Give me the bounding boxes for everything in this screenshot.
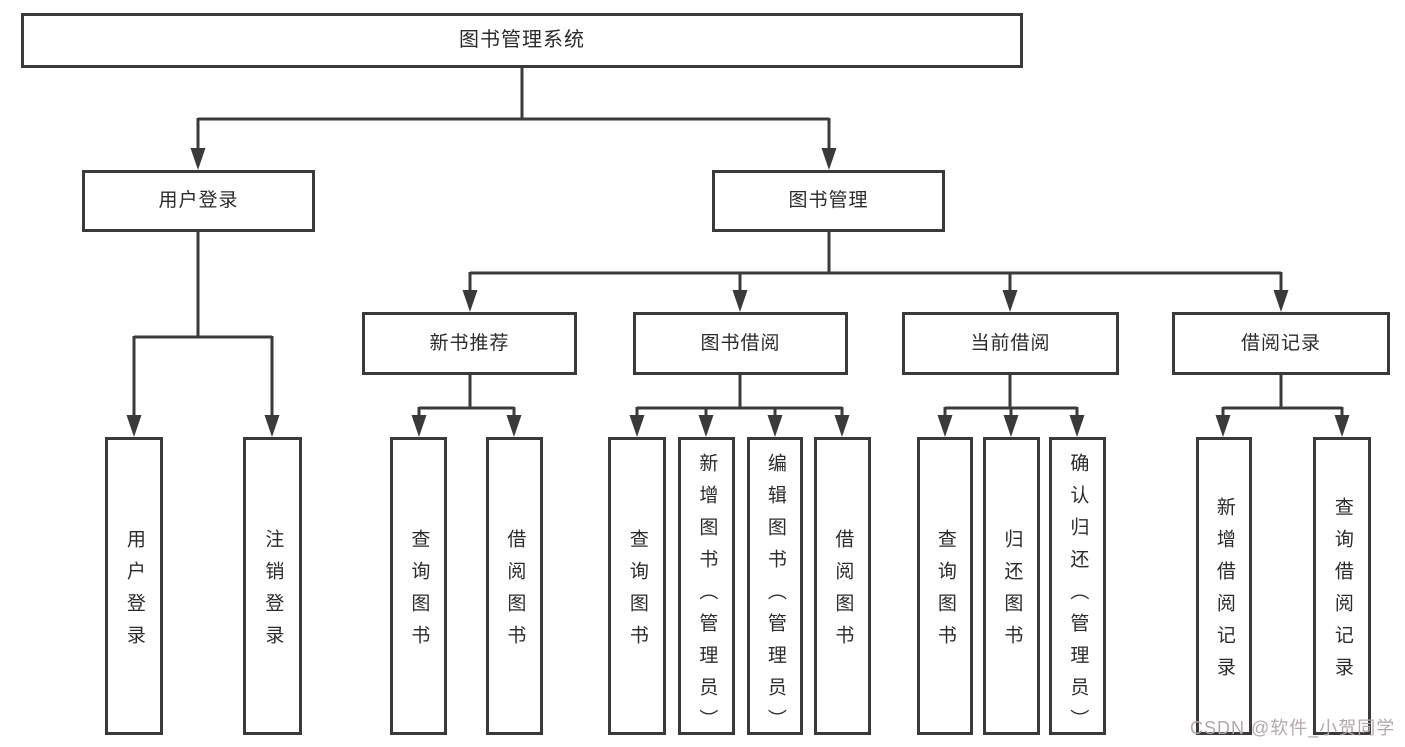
node-root: 图书管理系统 (21, 13, 1023, 68)
node-label-leaf-bb-edit-book: 编辑图书（管理员） (764, 453, 786, 741)
node-leaf-nbr-query-book: 查询图书 (390, 437, 447, 735)
arrowhead-icon (732, 290, 748, 312)
node-new-book-recommend: 新书推荐 (362, 312, 577, 375)
node-label-leaf-bb-borrow-book: 借阅图书 (832, 528, 854, 657)
node-label-leaf-user-login: 用户登录 (123, 528, 145, 657)
arrowhead-icon (767, 415, 783, 437)
node-label-current-borrowing: 当前借阅 (970, 332, 1051, 354)
arrowhead-icon (1003, 415, 1019, 437)
arrowhead-icon (1069, 415, 1085, 437)
node-leaf-bb-edit-book: 编辑图书（管理员） (747, 437, 803, 741)
node-label-leaf-logout: 注销登录 (262, 528, 284, 657)
node-label-root: 图书管理系统 (459, 29, 585, 51)
arrowhead-icon (264, 415, 280, 437)
node-label-leaf-bb-query-book: 查询图书 (626, 528, 648, 657)
node-leaf-user-login: 用户登录 (105, 437, 163, 735)
arrowhead-icon (698, 415, 714, 437)
node-leaf-br-query-record: 查询借阅记录 (1313, 437, 1371, 735)
arrowhead-icon (411, 415, 427, 437)
node-label-leaf-nbr-borrow-book: 借阅图书 (504, 528, 526, 657)
node-label-leaf-cb-return-book: 归还图书 (1001, 528, 1023, 657)
arrowhead-icon (462, 290, 478, 312)
arrowhead-icon (1002, 290, 1018, 312)
node-label-leaf-cb-confirm-return: 确认归还（管理员） (1067, 453, 1089, 741)
node-leaf-bb-add-book: 新增图书（管理员） (678, 437, 735, 741)
node-label-borrowing-records: 借阅记录 (1240, 332, 1321, 354)
node-book-management: 图书管理 (712, 170, 945, 232)
arrowhead-icon (126, 415, 142, 437)
node-label-leaf-bb-add-book: 新增图书（管理员） (696, 453, 718, 741)
node-label-book-management: 图书管理 (788, 190, 869, 212)
node-current-borrowing: 当前借阅 (902, 312, 1119, 375)
node-leaf-bb-borrow-book: 借阅图书 (814, 437, 871, 735)
node-leaf-logout: 注销登录 (243, 437, 302, 735)
node-leaf-cb-return-book: 归还图书 (983, 437, 1040, 735)
node-label-leaf-cb-query-book: 查询图书 (934, 528, 956, 657)
arrowhead-icon (506, 415, 522, 437)
arrowhead-icon (834, 415, 850, 437)
arrowhead-icon (629, 415, 645, 437)
node-leaf-nbr-borrow-book: 借阅图书 (486, 437, 543, 735)
node-label-new-book-recommend: 新书推荐 (429, 332, 510, 354)
arrowhead-icon (1273, 290, 1289, 312)
node-book-borrowing: 图书借阅 (633, 312, 848, 375)
arrowhead-icon (937, 415, 953, 437)
node-leaf-bb-query-book: 查询图书 (608, 437, 666, 735)
node-borrowing-records: 借阅记录 (1172, 312, 1390, 375)
node-user-login-group: 用户登录 (82, 170, 315, 232)
node-label-leaf-br-query-record: 查询借阅记录 (1331, 496, 1353, 689)
arrowhead-icon (1334, 415, 1350, 437)
arrowhead-icon (1215, 415, 1231, 437)
node-label-leaf-nbr-query-book: 查询图书 (408, 528, 430, 657)
arrowhead-icon (190, 148, 206, 170)
node-leaf-cb-confirm-return: 确认归还（管理员） (1049, 437, 1106, 741)
arrowhead-icon (821, 148, 837, 170)
node-label-leaf-br-add-record: 新增借阅记录 (1213, 496, 1235, 689)
node-leaf-br-add-record: 新增借阅记录 (1196, 437, 1252, 735)
node-label-book-borrowing: 图书借阅 (700, 332, 781, 354)
csdn-watermark: CSDN @软件_小贺同学 (1190, 718, 1396, 738)
node-label-user-login-group: 用户登录 (158, 190, 239, 212)
node-leaf-cb-query-book: 查询图书 (917, 437, 973, 735)
